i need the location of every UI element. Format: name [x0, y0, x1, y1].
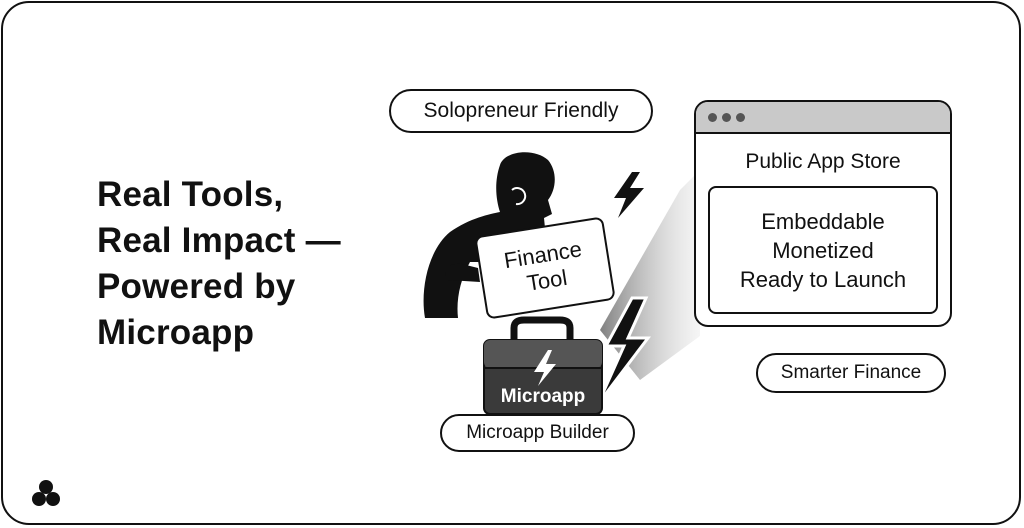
solopreneur-pill: Solopreneur Friendly	[389, 89, 653, 133]
features-box: Embeddable Monetized Ready to Launch	[708, 186, 938, 314]
feature-item: Ready to Launch	[739, 266, 907, 292]
app-store-window: Public App Store Embeddable Monetized Re…	[694, 100, 952, 327]
toolbox-label: Microapp	[500, 386, 586, 407]
window-dot-icon	[722, 113, 731, 122]
lightning-bolt-icon	[614, 172, 644, 218]
headline-line-4: Microapp	[97, 313, 255, 352]
sign-line-2: Tool	[525, 264, 569, 296]
window-titlebar	[696, 102, 950, 134]
headline: Real Tools, Real Impact — Powered by Mic…	[97, 172, 397, 356]
headline-line-3: Powered by	[97, 267, 296, 306]
smarter-finance-pill: Smarter Finance	[756, 353, 946, 393]
lightning-bolt-icon	[596, 296, 652, 405]
window-dot-icon	[736, 113, 745, 122]
light-beam	[600, 170, 700, 380]
headline-line-1: Real Tools,	[97, 175, 284, 214]
feature-item: Monetized	[772, 237, 874, 263]
feature-item: Embeddable	[761, 208, 885, 234]
three-circles-logo-icon	[32, 480, 60, 506]
microapp-builder-pill: Microapp Builder	[440, 414, 635, 452]
headline-line-2: Real Impact —	[97, 221, 341, 260]
window-title: Public App Store	[745, 150, 901, 173]
window-dot-icon	[708, 113, 717, 122]
toolbox-icon	[483, 316, 603, 415]
